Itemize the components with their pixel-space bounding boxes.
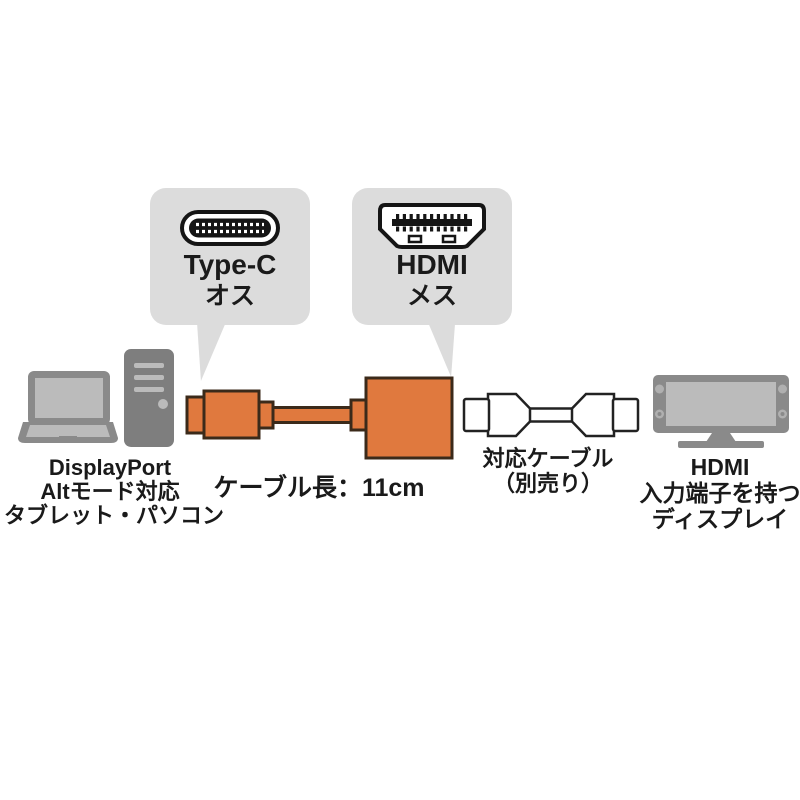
optional-cable-label-line1: 対応ケーブル [482, 446, 614, 471]
hdmi-connector-icon [378, 203, 486, 249]
callout-hdmi-title: HDMI [396, 249, 468, 280]
callout-hdmi-gender: メス [406, 282, 457, 310]
adapter-type-c-plug [202, 389, 261, 440]
source-device-label-line2: Altモード対応 [40, 479, 180, 504]
adapter-hdmi-body [364, 376, 454, 460]
adapter-type-c-tip [185, 395, 207, 435]
optional-cable-label: 対応ケーブル （別売り） [458, 446, 638, 496]
display-device-label-line3: ディスプレイ [651, 506, 789, 532]
source-device-label: DisplayPort Altモード対応 タブレット・パソコン [4, 455, 225, 528]
callout-type-c-gender: オス [204, 282, 255, 310]
desktop-tower-icon [124, 349, 174, 447]
callout-hdmi: HDMI メス [352, 188, 512, 325]
source-device-label-line3: タブレット・パソコン [4, 503, 225, 528]
source-device-label-line1: DisplayPort [48, 455, 172, 480]
display-device-label-line2: 入力端子を持つ [639, 480, 800, 506]
callout-type-c: Type-C オス [150, 188, 310, 325]
usb-type-c-connector-icon [180, 210, 280, 246]
monitor-icon [653, 375, 789, 448]
display-device-label: HDMI 入力端子を持つ ディスプレイ [629, 454, 800, 532]
display-device-label-line1: HDMI [690, 454, 750, 480]
cable-length-label: ケーブル長：11cm [213, 474, 425, 502]
callout-type-c-tail [196, 322, 227, 381]
adapter-illustration [185, 376, 454, 460]
adapter-cable [269, 406, 355, 424]
laptop-icon [18, 371, 118, 443]
optional-cable-icon [462, 392, 640, 438]
optional-cable-label-line2: （別売り） [492, 471, 603, 496]
callout-type-c-title: Type-C [183, 249, 277, 280]
callout-hdmi-tail [427, 322, 456, 377]
